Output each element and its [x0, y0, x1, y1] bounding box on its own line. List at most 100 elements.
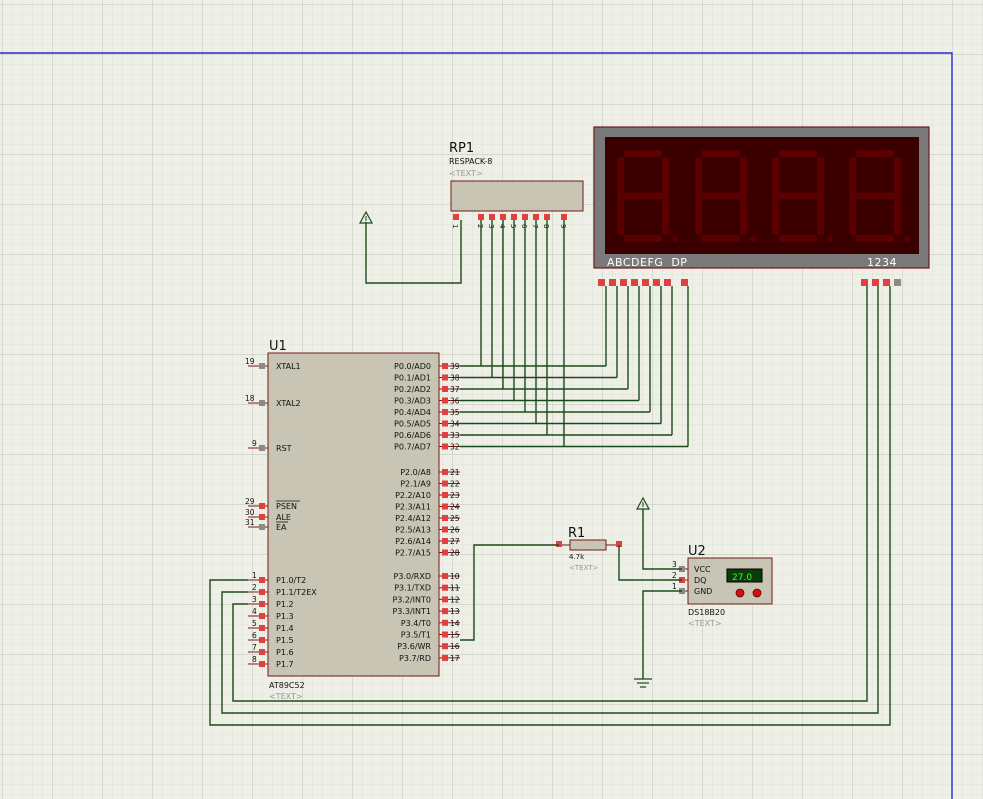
u2-lcd [726, 568, 763, 583]
u2-button-plus[interactable] [752, 588, 762, 598]
u1-pin-30 [259, 514, 265, 520]
u1-pin-num: 5 [252, 619, 257, 628]
u1-pin-16 [442, 643, 448, 650]
u1-pin-35 [442, 409, 448, 415]
u1-pin-13 [442, 608, 448, 615]
u1-pin-11 [442, 584, 448, 591]
seven-segment-display[interactable]: ABCDEFG DP 1234 [593, 126, 930, 286]
display-seg-pin [609, 279, 616, 286]
display-digits [617, 150, 910, 242]
u1-pin-num: 26 [450, 526, 460, 535]
rp1-pin-label: 4 [498, 224, 506, 229]
u1-pin-num: 19 [245, 357, 255, 366]
u1-pin-22 [442, 480, 448, 487]
u1-pin-num: 11 [450, 584, 460, 593]
display-pin-labels-left: ABCDEFG DP [607, 256, 687, 269]
r1-resistor[interactable]: R1 4.7k <TEXT> [556, 526, 622, 572]
r1-value: 4.7k [569, 553, 585, 561]
wires [209, 220, 891, 726]
display-seg-pin [642, 279, 649, 286]
rp1-pin-5 [511, 214, 517, 220]
u2-ref: U2 [688, 544, 706, 559]
r1-pin2 [616, 541, 622, 547]
rp1-pin-2 [478, 214, 484, 220]
wire [221, 286, 879, 714]
u1-pin-name: P0.1/AD1 [394, 374, 431, 383]
u1-pin-23 [442, 492, 448, 498]
rp1-pin-label: 8 [542, 224, 550, 228]
display-digit-pin [894, 279, 901, 286]
r1-text: <TEXT> [569, 564, 599, 572]
u1-pin-name: P0.3/AD3 [394, 397, 431, 406]
u1-pin-num: 1 [252, 571, 257, 580]
u1-pin-num: 14 [450, 619, 460, 628]
u1-pin-10 [442, 573, 448, 579]
u1-pin-26 [442, 526, 448, 533]
display-seg-pin [631, 279, 638, 286]
u1-pin-name: P1.4 [276, 624, 294, 633]
u1-pin-14 [442, 619, 448, 626]
u1-pin-num: 37 [450, 385, 460, 394]
wire [460, 544, 559, 641]
u1-pin-5 [259, 625, 265, 631]
digit-1 [617, 150, 678, 242]
wire [618, 545, 682, 581]
u1-pin-12 [442, 596, 448, 603]
u1-pin-33 [442, 432, 448, 438]
u1-pin-name: P0.7/AD7 [394, 443, 431, 452]
rp1-text: <TEXT> [449, 169, 483, 178]
display-digit-pin [872, 279, 879, 286]
u1-pin-name: P1.7 [276, 660, 294, 669]
rp1-pin-label: 5 [509, 224, 517, 228]
wire [365, 220, 462, 284]
rp1-pin-label: 1 [451, 224, 459, 228]
u1-pin-name: P1.1/T2EX [276, 588, 317, 597]
u1-pin-num: 27 [450, 537, 460, 546]
u1-pin-num: 39 [450, 362, 460, 371]
u1-microcontroller[interactable]: U1 AT89C52 <TEXT> 19XTAL118XTAL29RST29PS… [245, 339, 460, 701]
u1-pin-name: EA [276, 523, 287, 532]
u1-pin-38 [442, 374, 448, 381]
display-pins [598, 279, 901, 286]
u1-pin-name: P3.4/T0 [401, 619, 431, 628]
u2-button-minus[interactable] [735, 588, 745, 598]
rp1-pin-label: 6 [520, 224, 528, 229]
sheet-border [0, 52, 953, 799]
digit-3 [772, 150, 833, 242]
wire [209, 286, 891, 726]
u1-pin-num: 31 [245, 518, 255, 527]
u1-pin-num: 7 [252, 643, 257, 652]
u1-pin-name: P2.1/A9 [400, 480, 431, 489]
u1-pin-name: P0.0/AD0 [394, 362, 431, 371]
u1-pin-num: 2 [252, 583, 257, 592]
u1-pin-name: P3.5/T1 [401, 631, 431, 640]
u1-pin-num: 33 [450, 431, 460, 440]
u1-pin-7 [259, 649, 265, 655]
u1-pin-19 [259, 363, 265, 369]
wire [642, 590, 682, 679]
u1-pin-name: P0.4/AD4 [394, 408, 431, 417]
u1-pin-39 [442, 363, 448, 369]
u1-pin-num: 30 [245, 508, 255, 517]
u1-pin-name: P1.6 [276, 648, 294, 657]
u2-pin-num: 2 [672, 571, 677, 580]
u1-pin-num: 29 [245, 497, 255, 506]
u1-pin-num: 8 [252, 655, 257, 664]
u1-pin-21 [442, 469, 448, 475]
rp1-pin-8 [544, 214, 550, 220]
u1-pin-name: P2.4/A12 [395, 514, 431, 523]
u1-pin-34 [442, 420, 448, 427]
rp1-pin-3 [489, 214, 495, 220]
u1-pin-name: P2.3/A11 [395, 503, 431, 512]
u1-pin-num: 10 [450, 572, 460, 581]
rp1-body [450, 180, 584, 212]
u1-pin-num: 9 [252, 439, 257, 448]
u1-pin-num: 23 [450, 491, 460, 500]
u1-pin-name: XTAL2 [276, 399, 301, 408]
u1-pin-num: 16 [450, 642, 460, 651]
r1-body [569, 539, 607, 551]
